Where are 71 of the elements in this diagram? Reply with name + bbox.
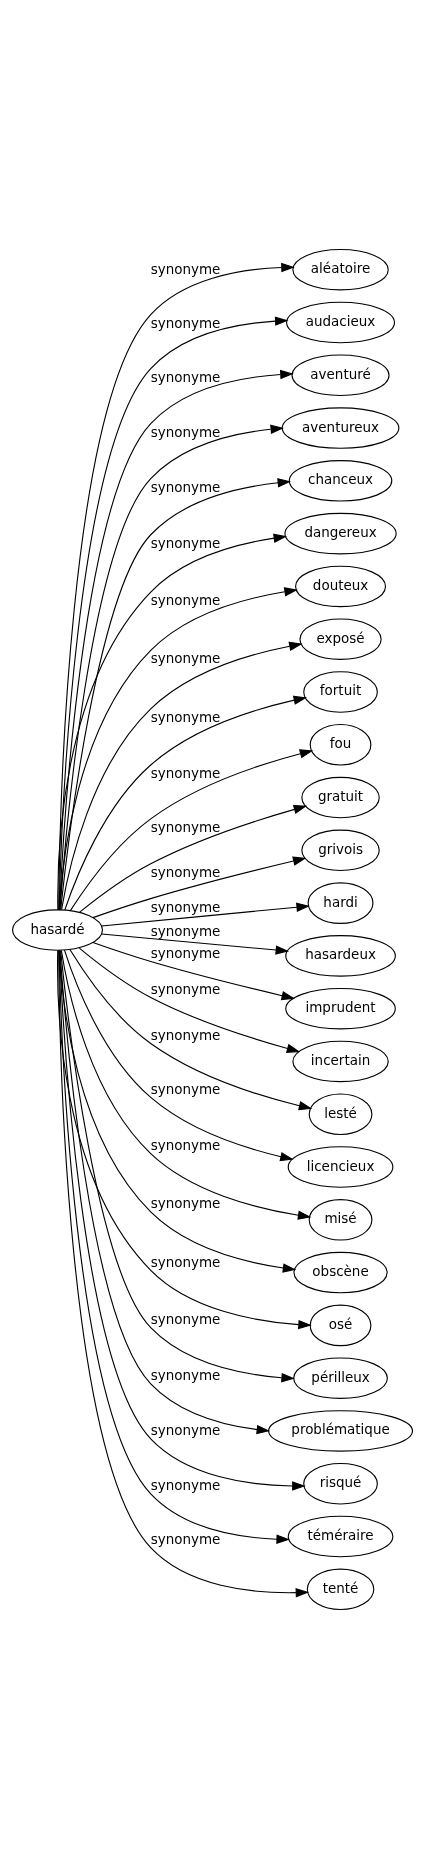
node-ellipse: misé xyxy=(308,1199,373,1241)
arrow xyxy=(57,950,312,1330)
node-ellipse: gratuit xyxy=(301,776,380,819)
node-ellipse: incertain xyxy=(292,1040,389,1083)
node-ellipse: osé xyxy=(309,1304,372,1347)
arrow xyxy=(69,949,313,1111)
node-ellipse: douteux xyxy=(295,565,387,608)
node-ellipse: périlleux xyxy=(293,1357,388,1399)
edge-label: synonyme xyxy=(150,314,221,331)
edge-label: synonyme xyxy=(150,1253,221,1270)
arrow xyxy=(78,947,301,1053)
edge-label: synonyme xyxy=(150,592,221,609)
edge-label: synonyme xyxy=(150,1080,221,1097)
arrow xyxy=(59,950,271,1435)
node-ellipse: fortuit xyxy=(303,671,378,713)
edge-label: synonyme xyxy=(150,1136,221,1153)
node-ellipse: aventuré xyxy=(291,354,390,397)
node-ellipse: dangereux xyxy=(284,512,397,555)
edge-label: synonyme xyxy=(150,260,221,277)
edge-label: synonyme xyxy=(150,1310,221,1327)
arrow xyxy=(58,587,298,911)
node-ellipse: hardi xyxy=(307,882,374,924)
edge-label: synonyme xyxy=(150,708,221,725)
edge-label: synonyme xyxy=(150,1530,221,1547)
node-ellipse: audacieux xyxy=(286,301,396,344)
node-ellipse: imprudent xyxy=(285,987,396,1030)
node-ellipse: obscène xyxy=(293,1251,388,1294)
edge-label: synonyme xyxy=(150,368,221,385)
arrow xyxy=(60,950,295,1383)
edge-label: synonyme xyxy=(150,818,221,835)
arrow xyxy=(61,641,303,911)
edge-label: synonyme xyxy=(150,423,221,440)
edge-label: synonyme xyxy=(150,863,221,880)
edge-label: synonyme xyxy=(150,765,221,781)
edge-label: synonyme xyxy=(150,1026,221,1043)
arrow xyxy=(101,902,310,927)
node-ellipse: grivois xyxy=(301,829,380,872)
arrow xyxy=(92,856,307,919)
node-ellipse: aléatoire xyxy=(292,248,389,291)
edge-label: synonyme xyxy=(150,923,221,940)
node-ellipse: téméraire xyxy=(287,1515,394,1558)
node-ellipse: problématique xyxy=(268,1410,413,1452)
edge-label: synonyme xyxy=(150,898,221,915)
arrow xyxy=(101,933,290,955)
arrow xyxy=(63,949,294,1162)
node-ellipse: hasardeux xyxy=(285,935,396,977)
edge-label: synonyme xyxy=(150,534,221,551)
arrow xyxy=(69,749,314,912)
edge-label: synonyme xyxy=(150,1195,221,1212)
arrow xyxy=(57,533,288,911)
node-ellipse: tenté xyxy=(306,1568,375,1611)
arrow xyxy=(92,942,296,1001)
node-ellipse: chanceux xyxy=(288,460,393,502)
node-ellipse: hasardé xyxy=(11,909,103,951)
edge-label: synonyme xyxy=(150,980,221,997)
edge-label: synonyme xyxy=(150,944,221,961)
edge-label: synonyme xyxy=(150,650,221,667)
node-ellipse: licencieux xyxy=(287,1146,394,1188)
arrow xyxy=(64,695,308,911)
node-ellipse: lesté xyxy=(308,1093,373,1135)
edge-label: synonyme xyxy=(150,478,221,495)
arrow xyxy=(58,949,310,1598)
edge-label: synonyme xyxy=(150,1477,221,1494)
arrow xyxy=(60,949,312,1220)
node-ellipse: aventureux xyxy=(281,407,400,449)
edge-label: synonyme xyxy=(150,1366,221,1383)
edge-label: synonyme xyxy=(150,1421,221,1438)
arrow xyxy=(78,804,308,913)
node-ellipse: risqué xyxy=(303,1462,378,1505)
node-ellipse: fou xyxy=(309,724,372,766)
node-ellipse: exposé xyxy=(299,618,382,660)
